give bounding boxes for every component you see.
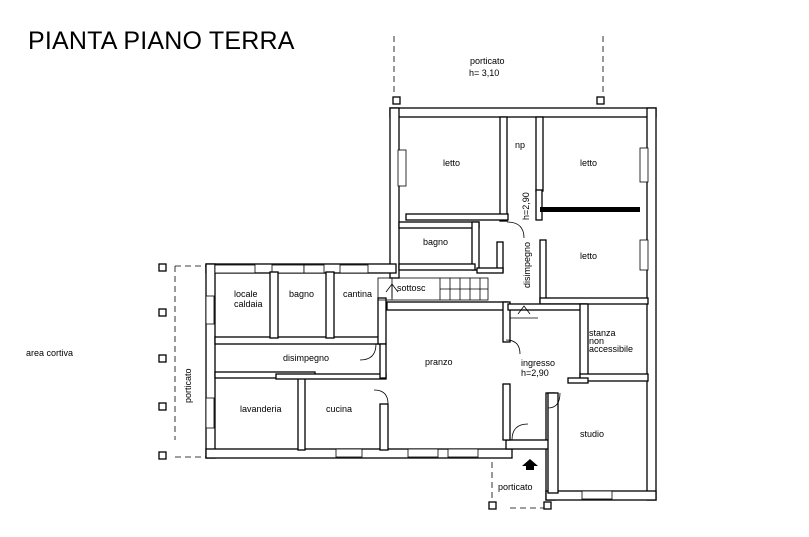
area-cortiva-label: area cortiva	[26, 348, 73, 358]
porticato-top-label: porticato	[470, 56, 505, 66]
room-bagno-lower: bagno	[289, 289, 314, 299]
room-studio: studio	[580, 429, 604, 439]
room-cantina: cantina	[343, 289, 372, 299]
entrance-arrow-icon	[522, 459, 538, 470]
porticato-top-outline	[392, 36, 605, 105]
room-stanza-line3: accessibile	[589, 344, 633, 354]
staircase	[377, 277, 538, 319]
room-letto-2: letto	[580, 158, 597, 168]
porticato-top-height: h= 3,10	[469, 68, 499, 78]
room-letto-3: letto	[580, 251, 597, 261]
room-cucina: cucina	[326, 404, 352, 414]
room-disimpegno: disimpegno	[283, 353, 329, 363]
room-locale-line1: locale	[234, 289, 258, 299]
room-bagno-upper: bagno	[423, 237, 448, 247]
room-sottosc: sottosc	[397, 283, 426, 293]
room-stanza-line1: stanza	[589, 328, 616, 338]
porticato-bottom-label: porticato	[498, 482, 533, 492]
room-letto-1: letto	[443, 158, 460, 168]
room-ingresso-height: h=2,90	[521, 368, 549, 378]
room-stanza-line2: non	[589, 336, 604, 346]
porticato-left-outline	[158, 263, 206, 460]
room-pranzo: pranzo	[425, 357, 453, 367]
room-locale-line2: caldaia	[234, 299, 263, 309]
interior-walls	[214, 116, 649, 494]
hall-height-label: h=2,90	[521, 192, 531, 220]
room-disimpegno-vertical: disimpegno	[522, 242, 532, 288]
plan-title: PIANTA PIANO TERRA	[28, 27, 295, 55]
room-np: np	[515, 140, 525, 150]
windows	[205, 147, 649, 500]
room-lavanderia: lavanderia	[240, 404, 282, 414]
room-ingresso: ingresso	[521, 358, 555, 368]
porticato-left-label: porticato	[183, 368, 193, 403]
door-arcs	[359, 221, 561, 441]
